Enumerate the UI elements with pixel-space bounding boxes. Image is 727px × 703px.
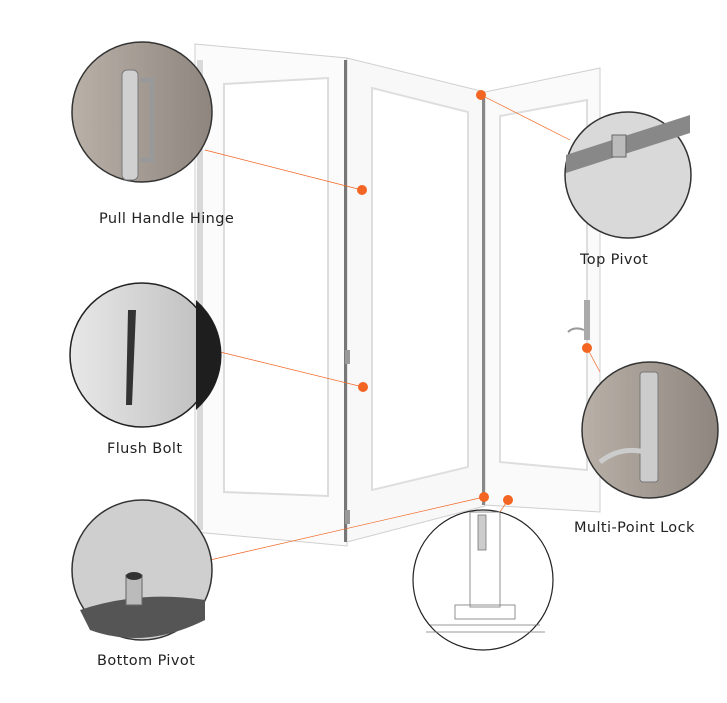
lock-handle-icon xyxy=(584,300,590,340)
label-pull-handle-hinge: Pull Handle Hinge xyxy=(99,211,235,227)
label-top-pivot: Top Pivot xyxy=(580,252,649,268)
label-bottom-pivot: Bottom Pivot xyxy=(97,653,196,669)
middle-door-panel xyxy=(344,57,486,543)
hotspot-pull-handle-hinge[interactable] xyxy=(357,185,367,195)
bottom-pivot-photo xyxy=(71,499,213,641)
hotspot-flush-bolt[interactable] xyxy=(358,382,368,392)
top-pivot-photo xyxy=(564,111,692,239)
flush-bolt-photo xyxy=(69,282,222,428)
pivot-cross-section-drawing xyxy=(412,509,554,651)
leader-lines xyxy=(204,94,601,561)
hotspot-dots xyxy=(357,90,592,505)
hotspot-multi-point-lock[interactable] xyxy=(582,343,592,353)
hotspot-pivot-section[interactable] xyxy=(503,495,513,505)
multi-point-lock-photo xyxy=(581,361,719,499)
label-multi-point-lock: Multi-Point Lock xyxy=(574,520,695,536)
pull-handle-hinge-photo xyxy=(71,41,213,183)
hotspot-bottom-pivot[interactable] xyxy=(479,492,489,502)
hotspot-top-pivot[interactable] xyxy=(476,90,486,100)
left-door-panel xyxy=(194,43,348,547)
label-flush-bolt: Flush Bolt xyxy=(107,441,183,457)
